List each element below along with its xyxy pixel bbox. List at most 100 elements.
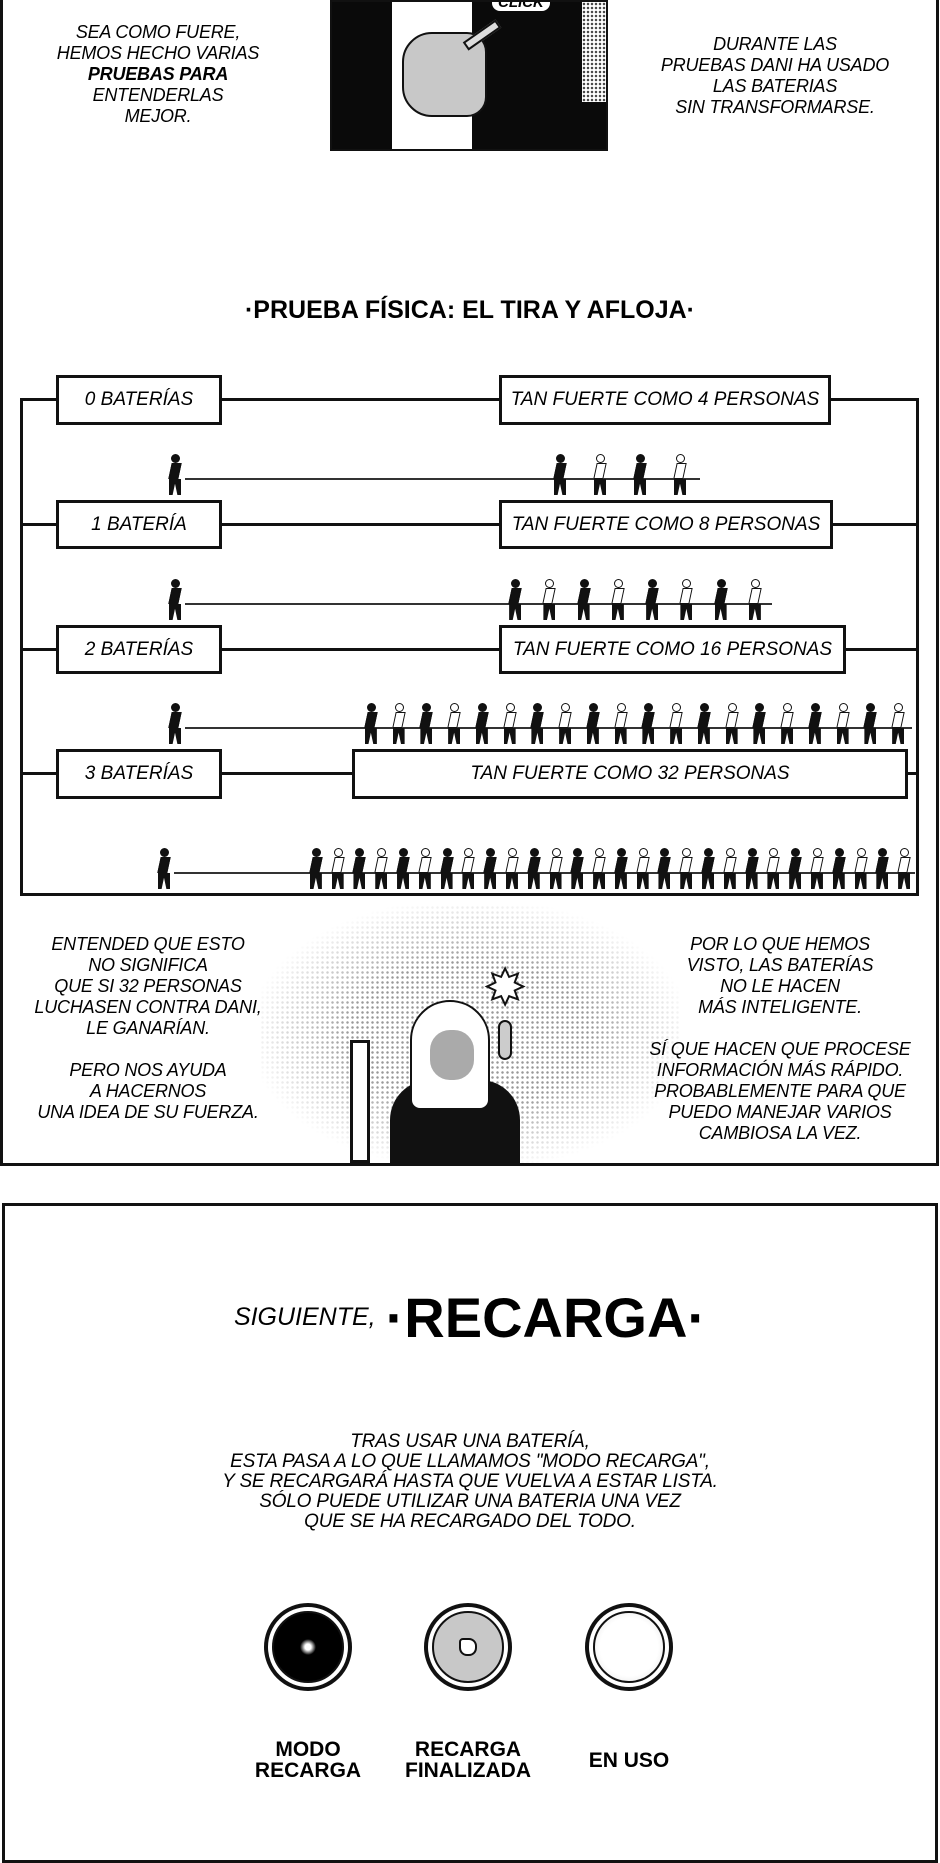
person-figure bbox=[570, 848, 585, 892]
text-line: SÍ QUE HACEN QUE PROCESE bbox=[649, 1039, 911, 1059]
state-label-recharging: MODO RECARGA bbox=[228, 1739, 388, 1781]
text-line: NO SIGNIFICA bbox=[88, 955, 208, 975]
person-figure bbox=[875, 848, 890, 892]
text-line: LAS BATERIAS bbox=[712, 76, 838, 96]
text-line: ESTA PASA A LO QUE LLAMAMOS "MODO RECARG… bbox=[230, 1451, 710, 1472]
recharge-title: ·RECARGA· bbox=[385, 1286, 707, 1349]
person-figure bbox=[586, 703, 600, 747]
person-figure bbox=[419, 703, 434, 747]
person-figure bbox=[752, 703, 767, 747]
text-line: ENTENDERLAS bbox=[92, 85, 224, 105]
battery-in-use-icon bbox=[585, 1603, 673, 1691]
person-figure bbox=[679, 579, 694, 623]
scientist-illustration: ✸ bbox=[350, 964, 530, 1163]
battery-label-1: 1 BATERÍA bbox=[56, 500, 222, 549]
person-figure bbox=[810, 848, 824, 892]
row-line bbox=[20, 648, 919, 651]
strength-label-2: TAN FUERTE COMO 16 PERSONAS bbox=[499, 625, 846, 674]
dani-figure bbox=[157, 848, 171, 892]
text-line: RECARGA bbox=[414, 1738, 522, 1761]
recharge-paragraph: TRAS USAR UNA BATERÍA, ESTA PASA A LO QU… bbox=[0, 1432, 940, 1532]
text-line: QUE SI 32 PERSONAS bbox=[54, 976, 242, 996]
person-figure bbox=[330, 848, 345, 892]
strength-label-3: TAN FUERTE COMO 32 PERSONAS bbox=[352, 749, 908, 799]
text-line: MODO bbox=[275, 1738, 341, 1761]
text-line: NO LE HACEN bbox=[720, 976, 840, 996]
person-figure bbox=[352, 848, 367, 892]
person-figure bbox=[891, 703, 905, 747]
person-figure bbox=[593, 454, 607, 498]
person-figure bbox=[447, 703, 461, 747]
person-figure bbox=[461, 848, 476, 892]
person-figure bbox=[542, 579, 557, 623]
text-line: VISTO, LAS BATERÍAS bbox=[686, 955, 874, 975]
rope bbox=[174, 872, 915, 874]
person-figure bbox=[635, 848, 650, 892]
left-note: ENTENDED QUE ESTO NO SIGNIFICA QUE SI 32… bbox=[18, 934, 278, 1123]
text-line: PROBABLEMENTE PARA QUE bbox=[654, 1081, 906, 1101]
text-line: EN USO bbox=[588, 1749, 670, 1772]
recharge-prefix: SIGUIENTE, bbox=[233, 1303, 376, 1331]
text-line: SEA COMO FUERE, bbox=[75, 22, 241, 42]
click-sfx: CLICK bbox=[492, 2, 550, 11]
person-figure bbox=[558, 703, 572, 747]
intro-right-text: DURANTE LAS PRUEBAS DANI HA USADO LAS BA… bbox=[640, 34, 910, 118]
person-figure bbox=[788, 848, 802, 892]
right-note: POR LO QUE HEMOS VISTO, LAS BATERÍAS NO … bbox=[630, 934, 930, 1144]
person-figure bbox=[633, 454, 647, 498]
person-figure bbox=[780, 703, 794, 747]
rope bbox=[185, 727, 912, 729]
test-title: ·PRUEBA FÍSICA: EL TIRA Y AFLOJA· bbox=[244, 296, 696, 324]
person-figure bbox=[576, 579, 591, 623]
state-label-in-use: EN USO bbox=[549, 1742, 709, 1771]
hand-battery-illustration: CLICK bbox=[330, 0, 608, 151]
text-line: PRUEBAS PARA bbox=[87, 64, 229, 84]
battery-label-3: 3 BATERÍAS bbox=[56, 749, 222, 799]
person-figure bbox=[527, 848, 541, 892]
rope bbox=[185, 603, 772, 605]
top-panel bbox=[0, 0, 939, 1166]
person-figure bbox=[713, 579, 728, 623]
hand-icon bbox=[459, 1638, 477, 1656]
person-figure bbox=[679, 848, 693, 892]
text-line: CAMBIOSA LA VEZ. bbox=[698, 1123, 862, 1143]
tug-of-war-diagram bbox=[20, 398, 919, 896]
strength-label-0: TAN FUERTE COMO 4 PERSONAS bbox=[499, 375, 831, 425]
text-line: SÓLO PUEDE UTILIZAR UNA BATERIA UNA VEZ bbox=[259, 1491, 681, 1512]
text-line: MEJOR. bbox=[124, 106, 192, 126]
person-figure bbox=[418, 848, 432, 892]
person-figure bbox=[502, 703, 517, 747]
person-figure bbox=[530, 703, 545, 747]
battery-recharged-icon bbox=[424, 1603, 512, 1691]
text-line: PRUEBAS DANI HA USADO bbox=[660, 55, 890, 75]
person-figure bbox=[309, 848, 323, 892]
battery-label-2: 2 BATERÍAS bbox=[56, 625, 222, 674]
person-figure bbox=[897, 848, 911, 892]
person-figure bbox=[505, 848, 519, 892]
person-figure bbox=[483, 848, 497, 892]
state-label-recharged: RECARGA FINALIZADA bbox=[388, 1739, 548, 1781]
text-line: PERO NOS AYUDA bbox=[69, 1060, 227, 1080]
person-figure bbox=[724, 703, 739, 747]
person-figure bbox=[508, 579, 522, 623]
person-figure bbox=[835, 703, 850, 747]
person-figure bbox=[374, 848, 388, 892]
battery-recharging-icon bbox=[264, 1603, 352, 1691]
person-figure bbox=[396, 848, 410, 892]
person-figure bbox=[863, 703, 878, 747]
person-figure bbox=[553, 454, 567, 498]
person-figure bbox=[641, 703, 656, 747]
person-figure bbox=[439, 848, 454, 892]
person-figure bbox=[613, 703, 628, 747]
person-figure bbox=[701, 848, 715, 892]
text-line: PUEDO MANEJAR VARIOS bbox=[668, 1102, 892, 1122]
text-line: LE GANARÍAN. bbox=[86, 1018, 210, 1038]
person-figure bbox=[548, 848, 563, 892]
text-line: LUCHASEN CONTRA DANI, bbox=[34, 997, 262, 1017]
dani-figure bbox=[168, 703, 182, 747]
person-figure bbox=[611, 579, 625, 623]
person-figure bbox=[832, 848, 846, 892]
text-line: TRAS USAR UNA BATERÍA, bbox=[350, 1431, 590, 1452]
text-line: SIN TRANSFORMARSE. bbox=[675, 97, 875, 117]
battery-label-0: 0 BATERÍAS bbox=[56, 375, 222, 425]
